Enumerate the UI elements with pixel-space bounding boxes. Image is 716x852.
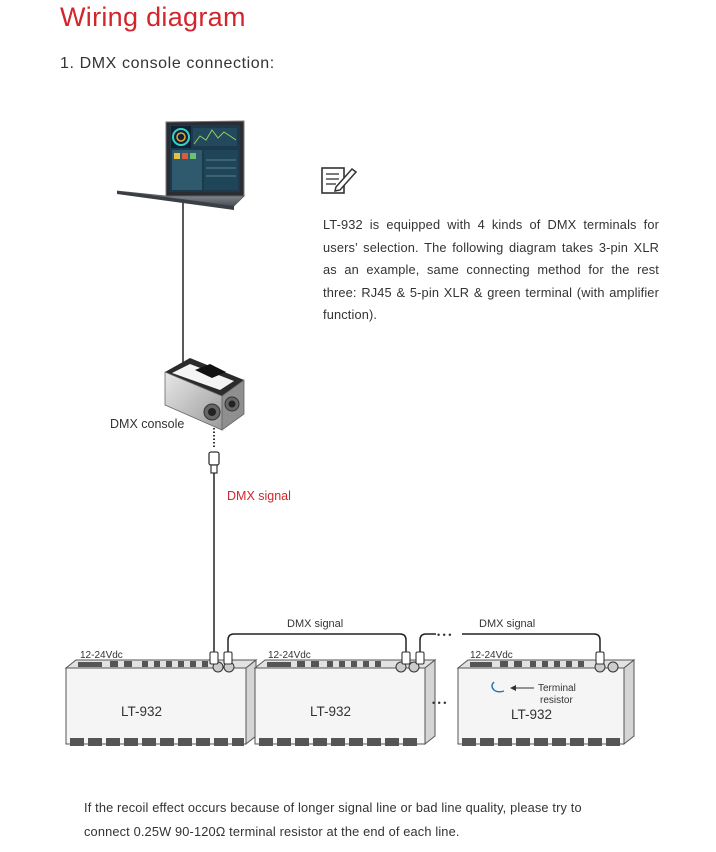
terminal-label: Terminal: [538, 683, 576, 694]
device-model-1: LT-932: [121, 704, 162, 719]
footer-note: If the recoil effect occurs because of l…: [84, 796, 684, 844]
lt932-device-3: [456, 658, 636, 746]
continuation-dots-top: • • •: [437, 630, 451, 640]
device-model-2: LT-932: [310, 704, 351, 719]
dmx-signal-main-label: DMX signal: [227, 489, 291, 503]
resistor-label: resistor: [540, 695, 573, 706]
laptop-icon: [116, 120, 245, 210]
xlr-plug-icon: [208, 451, 220, 474]
footer-line-1: If the recoil effect occurs because of l…: [84, 800, 582, 815]
terminal-note: LT-932 is equipped with 4 kinds of DMX t…: [323, 217, 659, 323]
xlr-connectors: [209, 651, 605, 665]
lt932-device-2: [253, 658, 437, 746]
chain-cable-3: [462, 633, 601, 661]
chain-cable-1: [227, 633, 407, 661]
terminal-resistor-icon: [491, 681, 505, 693]
note-pencil-icon: [321, 167, 358, 194]
page-title: Wiring diagram: [60, 2, 246, 32]
dmx-signal-label-2: DMX signal: [479, 618, 535, 630]
voltage-label-2: 12-24Vdc: [268, 650, 311, 661]
continuation-dots-mid: • • •: [432, 698, 446, 708]
dmx-signal-label-1: DMX signal: [287, 618, 343, 630]
lt932-device-1: [64, 658, 258, 746]
device-model-3: LT-932: [511, 707, 552, 722]
dmx-console-label: DMX console: [110, 417, 184, 431]
voltage-label-3: 12-24Vdc: [470, 650, 513, 661]
voltage-label-1: 12-24Vdc: [80, 650, 123, 661]
footer-line-2: connect 0.25W 90-120Ω terminal resistor …: [84, 824, 460, 839]
section-heading: 1. DMX console connection:: [60, 55, 275, 72]
dmx-console-icon: [164, 358, 245, 431]
chain-cable-2: [419, 633, 436, 661]
